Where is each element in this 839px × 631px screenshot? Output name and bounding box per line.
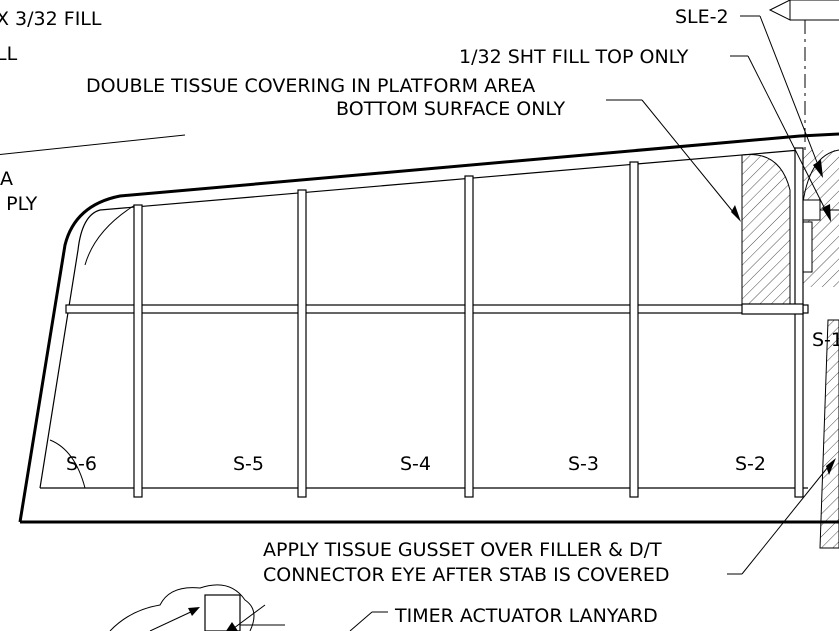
arrow-gusset <box>826 458 836 475</box>
rib-label: S-4 <box>400 453 431 475</box>
filler-block <box>741 149 839 549</box>
note-gusset-2: CONNECTOR EYE AFTER STAB IS COVERED <box>263 564 670 586</box>
rib-label: S-5 <box>233 453 264 475</box>
note-timer: TIMER ACTUATOR LANYARD <box>394 605 658 627</box>
spar-s2-top <box>741 303 804 315</box>
leader-timer <box>349 611 373 631</box>
main-spar <box>65 304 809 314</box>
stab-outline <box>18 132 839 523</box>
leader-gusset-b <box>741 461 833 575</box>
note-gusset-1: APPLY TISSUE GUSSET OVER FILLER & D/T <box>263 539 662 561</box>
rib-s6 <box>133 204 143 498</box>
ribs <box>133 147 804 498</box>
rib-s3 <box>629 161 639 498</box>
leader-sle2-b <box>759 15 821 171</box>
rib-label: S-2 <box>735 453 766 475</box>
note-sle2: SLE-2 <box>675 6 729 28</box>
note-fill-ll: LL <box>0 43 18 65</box>
leader-double-tissue-b <box>641 99 739 219</box>
note-sht-fill: 1/32 SHT FILL TOP ONLY <box>459 46 689 68</box>
note-double-tissue-1: DOUBLE TISSUE COVERING IN PLATFORM AREA <box>86 75 535 97</box>
rib-s5 <box>297 189 307 498</box>
note-fill-332: X 3/32 FILL <box>0 8 102 30</box>
note-double-tissue-2: BOTTOM SURFACE ONLY <box>336 98 565 120</box>
timer-sketch <box>109 584 285 631</box>
arrow-sle2 <box>813 160 823 178</box>
break-symbol <box>768 0 839 21</box>
note-2ply: 2 PLY <box>0 193 38 215</box>
leader-sht-fill-b <box>747 55 829 216</box>
corner-gusset-bottom <box>49 439 86 489</box>
rib-s4 <box>464 175 474 498</box>
rib-s2 <box>794 147 804 498</box>
arrow-sht-fill <box>822 204 831 222</box>
corner-gusset <box>84 204 136 266</box>
rib-label: S-6 <box>66 453 97 475</box>
rib-label-s1: S-1 <box>812 329 839 351</box>
note-a: A <box>0 168 13 190</box>
inner-outline <box>39 149 801 489</box>
leader-ply <box>0 134 186 155</box>
rib-label: S-3 <box>568 453 599 475</box>
arrow-double-tissue <box>731 205 741 222</box>
